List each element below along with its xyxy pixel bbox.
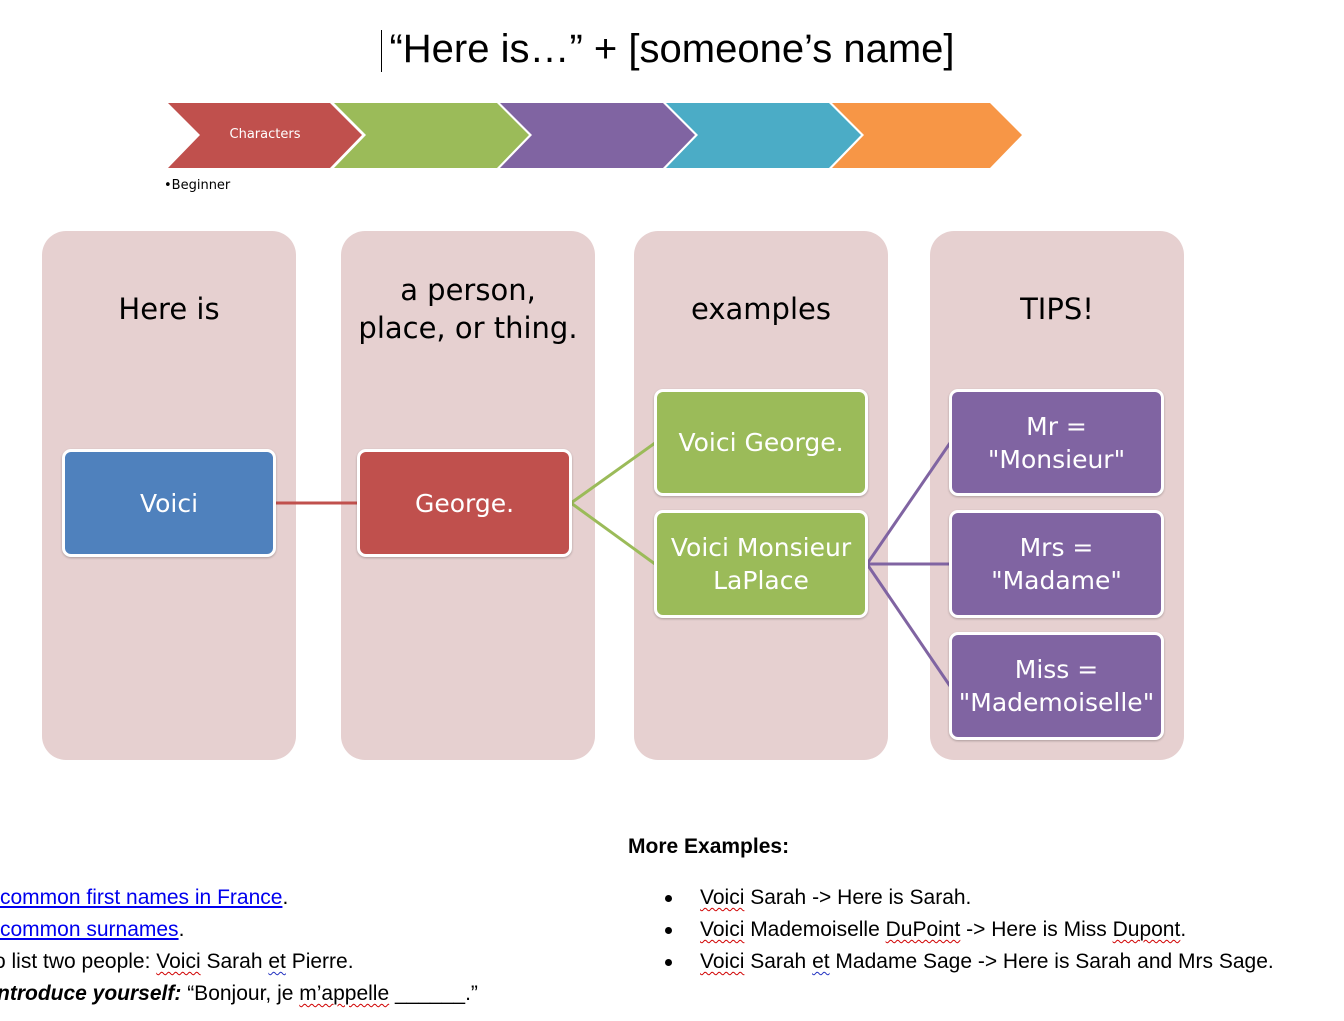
- page-title: “Here is…” + [someone’s name]: [389, 27, 955, 71]
- chevron-1-label: Characters: [229, 127, 301, 142]
- chevron-3: [500, 103, 695, 168]
- list-item: Voici Sarah et Madame Sage -> Here is Sa…: [660, 946, 1274, 978]
- tip-box-1: Mr = "Monsieur": [949, 389, 1164, 496]
- example-text: -> Here is Miss: [960, 918, 1113, 941]
- surnames-link[interactable]: common surnames: [0, 918, 179, 941]
- line-text: “Bonjour, je: [181, 982, 300, 1005]
- misspelled-word: DuPoint: [885, 918, 961, 941]
- column-heading: Here is: [118, 292, 220, 326]
- example-text: Sarah -> Here is Sarah.: [744, 886, 972, 909]
- tip-box-2: Mrs = "Madame": [949, 510, 1164, 618]
- line-bold-label: ntroduce yourself:: [0, 982, 182, 1005]
- misspelled-word: Dupont: [1112, 918, 1181, 941]
- left-line-3: o list two people: Voici Sarah et Pierre…: [0, 946, 475, 978]
- example-text: Sarah: [744, 950, 813, 973]
- george-box: George.: [357, 449, 572, 557]
- misspelled-word: m’appelle: [299, 982, 390, 1005]
- column-heading: a person, place, or thing.: [358, 273, 578, 345]
- chevron-2: [334, 103, 529, 168]
- column-heading: examples: [691, 292, 831, 326]
- text-cursor: [381, 30, 382, 72]
- line-text: Sarah: [200, 950, 269, 973]
- example-text: .: [1180, 918, 1187, 941]
- voici-box: Voici: [62, 449, 276, 557]
- grammar-flagged-word: et: [268, 950, 286, 973]
- grammar-flagged-word: et: [812, 950, 830, 973]
- example-box-1: Voici George.: [654, 389, 868, 496]
- more-examples-list: Voici Sarah -> Here is Sarah. Voici Made…: [660, 882, 1274, 978]
- chevron-1: [168, 103, 362, 168]
- line-text: Pierre.: [285, 950, 354, 973]
- tip-box-3: Miss = "Mademoiselle": [949, 632, 1164, 740]
- left-line-1: common first names in France.: [0, 886, 289, 909]
- voici-word: Voici: [700, 918, 745, 941]
- example-box-2: Voici Monsieur LaPlace: [654, 510, 868, 618]
- line-text: o list two people:: [0, 950, 157, 973]
- voici-word: Voici: [156, 950, 201, 973]
- more-examples-heading: More Examples:: [628, 835, 790, 858]
- voici-word: Voici: [700, 950, 745, 973]
- process-chevrons: [168, 103, 1022, 168]
- chevron-4: [666, 103, 861, 168]
- example-text: Mademoiselle: [744, 918, 886, 941]
- voici-word: Voici: [700, 886, 745, 909]
- list-item: Voici Mademoiselle DuPoint -> Here is Mi…: [660, 914, 1274, 946]
- chevron-sub-bullet-text: Beginner: [171, 178, 231, 193]
- chevron-sub-bullet: •Beginner: [164, 178, 231, 193]
- chevron-5: [832, 103, 1022, 168]
- left-text-block: common first names in France. common sur…: [0, 882, 481, 1010]
- first-names-link[interactable]: common first names in France: [0, 886, 283, 909]
- left-line-2: common surnames.: [0, 918, 185, 941]
- column-heading: TIPS!: [1020, 292, 1094, 326]
- example-text: Madame Sage -> Here is Sarah and Mrs Sag…: [829, 950, 1274, 973]
- line-text: ______.”: [389, 982, 478, 1005]
- left-line-4: ntroduce yourself: “Bonjour, je m’appell…: [0, 978, 478, 1010]
- list-item: Voici Sarah -> Here is Sarah.: [660, 882, 1274, 914]
